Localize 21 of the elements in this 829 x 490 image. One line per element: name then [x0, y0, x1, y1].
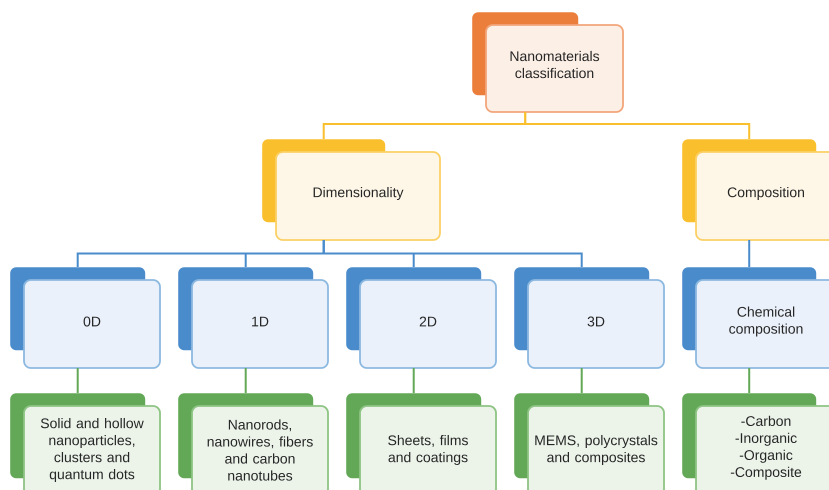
connector-line	[524, 112, 750, 139]
connector-line	[322, 240, 583, 267]
category-box: Dimensionality	[262, 139, 441, 241]
connector-line	[76, 368, 79, 393]
category-box: Nanomaterials classification	[472, 12, 624, 113]
category-box: 0D	[10, 267, 161, 369]
category-box: Nanorods, nanowires, fibers and carbon nanotubes	[178, 393, 329, 490]
category-box: MEMS, polycrystals and composites	[514, 393, 665, 490]
connector-line	[748, 240, 750, 267]
category-box: Chemical composition	[682, 267, 829, 369]
category-box: Solid and hollow nanoparticles, clusters and quantum dots	[10, 393, 161, 490]
category-box: 3D	[514, 267, 665, 369]
category-box: -Carbon -Inorganic -Organic -Composite	[682, 393, 829, 490]
connector-line	[580, 368, 583, 393]
category-box: Composition	[682, 139, 829, 241]
category-box: 2D	[346, 267, 497, 369]
category-box: Sheets, films and coatings	[346, 393, 497, 490]
connector-line	[244, 368, 247, 393]
connector-line	[412, 368, 415, 393]
category-box: 1D	[178, 267, 329, 369]
connector-line	[748, 368, 750, 393]
